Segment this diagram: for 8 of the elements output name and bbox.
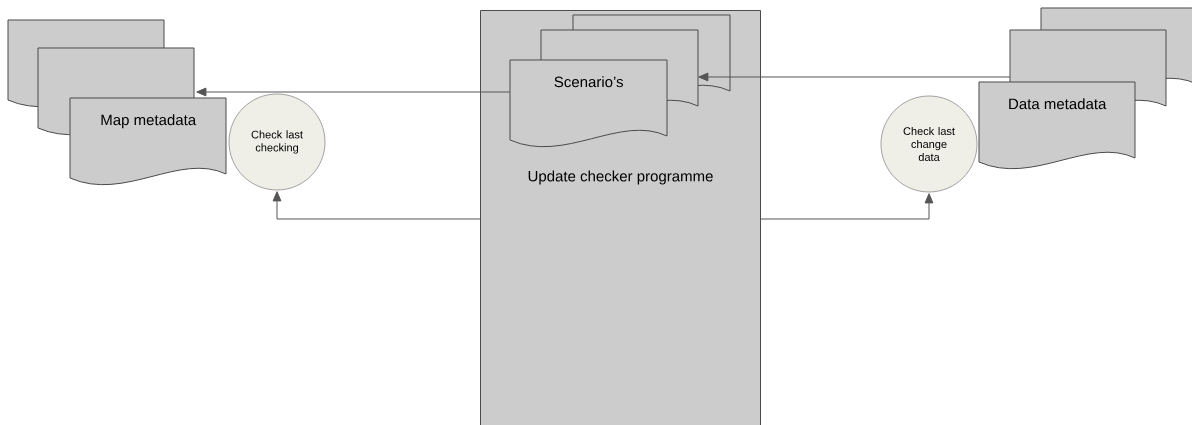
document-stack: Scenario’s (509, 14, 731, 147)
arrow (272, 191, 481, 220)
node-label: Map metadata (101, 114, 197, 129)
document-stack: Map metadata (7, 19, 227, 185)
arrow (760, 193, 934, 220)
arrow (196, 87, 511, 97)
arrow (698, 72, 1011, 82)
document-stack: Data metadata (978, 7, 1192, 169)
